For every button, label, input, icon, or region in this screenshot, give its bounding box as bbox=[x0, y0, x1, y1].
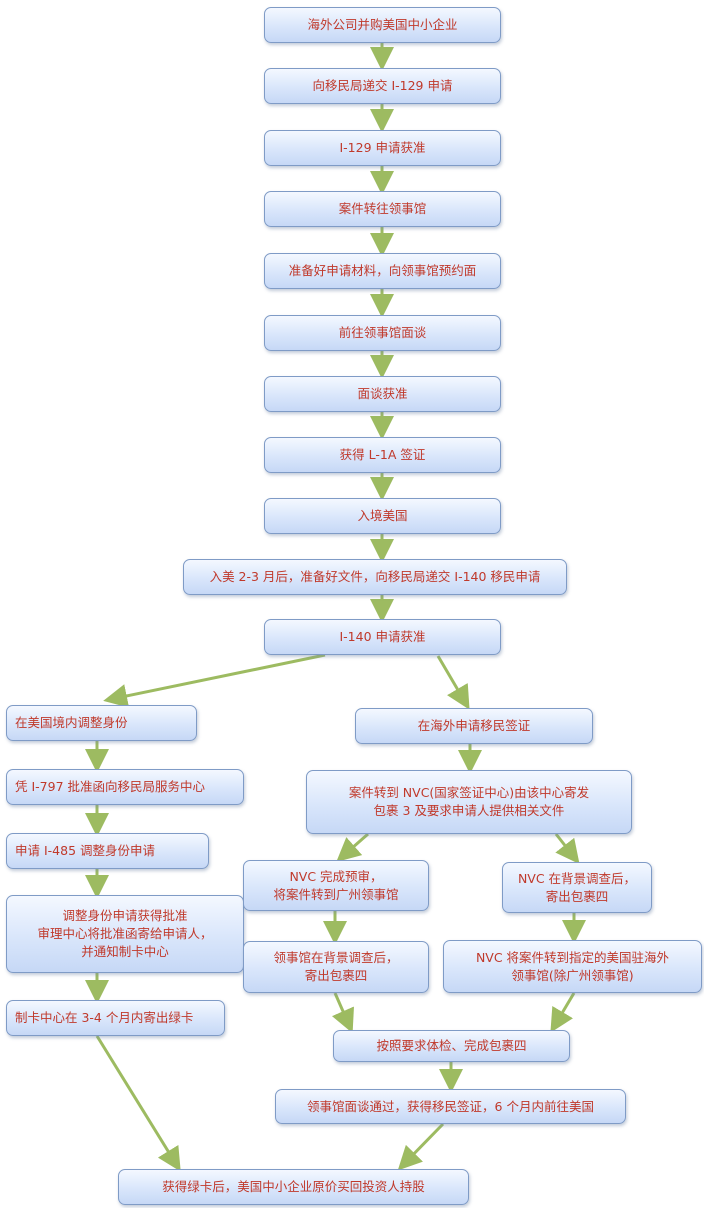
step-adjust-status-us: 在美国境内调整身份 bbox=[6, 705, 197, 741]
step-case-to-consulate: 案件转往领事馆 bbox=[264, 191, 501, 227]
step-l1a-visa: 获得 L-1A 签证 bbox=[264, 437, 501, 473]
arrow-ra2-m1 bbox=[331, 992, 354, 1034]
step-interview-approved: 面谈获准 bbox=[264, 376, 501, 412]
step-nvc-other-consulate: NVC 将案件转到指定的美国驻海外 领事馆(除广州领事馆) bbox=[443, 940, 702, 993]
step-green-card-mailed: 制卡中心在 3-4 个月内寄出绿卡 bbox=[6, 1000, 225, 1036]
step-nvc-prereview: NVC 完成预审， 将案件转到广州领事馆 bbox=[243, 860, 429, 911]
step-immigrant-visa: 领事馆面谈通过，获得移民签证，6 个月内前往美国 bbox=[275, 1089, 626, 1124]
step-apply-i485: 申请 I-485 调整身份申请 bbox=[6, 833, 209, 869]
step-i129-approved: I-129 申请获准 bbox=[264, 130, 501, 166]
step-overseas-visa: 在海外申请移民签证 bbox=[355, 708, 593, 744]
step-submit-i140: 入美 2-3 月后，准备好文件，向移民局递交 I-140 移民申请 bbox=[183, 559, 567, 595]
step-submit-i129: 向移民局递交 I-129 申请 bbox=[264, 68, 501, 104]
arrow-rb2-m1 bbox=[550, 992, 576, 1033]
arrow-r2-rb1 bbox=[554, 833, 580, 865]
step-adjustment-approved: 调整身份申请获得批准 审理中心将批准函寄给申请人， 并通知制卡中心 bbox=[6, 895, 244, 973]
arrow-m2-final bbox=[397, 1122, 445, 1171]
arrow-n11-l1 bbox=[103, 653, 326, 708]
arrow-l5-final bbox=[95, 1035, 181, 1172]
step-enter-us: 入境美国 bbox=[264, 498, 501, 534]
step-i140-approved: I-140 申请获准 bbox=[264, 619, 501, 655]
step-i797-service-center: 凭 I-797 批准函向移民局服务中心 bbox=[6, 769, 244, 805]
step-consulate-interview: 前往领事馆面谈 bbox=[264, 315, 501, 351]
arrow-r2-ra1 bbox=[336, 832, 369, 862]
step-nvc-package3: 案件转到 NVC(国家签证中心)由该中心寄发 包裹 3 及要求申请人提供相关文件 bbox=[306, 770, 632, 834]
step-prepare-materials: 准备好申请材料，向领事馆预约面 bbox=[264, 253, 501, 289]
step-medical-exam: 按照要求体检、完成包裹四 bbox=[333, 1030, 570, 1062]
step-buyback-shares: 获得绿卡后，美国中小企业原价买回投资人持股 bbox=[118, 1169, 469, 1205]
arrow-n11-r1 bbox=[436, 655, 470, 710]
step-nvc-package4: NVC 在背景调查后， 寄出包裹四 bbox=[502, 862, 652, 913]
step-guangzhou-package4: 领事馆在背景调查后， 寄出包裹四 bbox=[243, 941, 429, 993]
step-merger: 海外公司并购美国中小企业 bbox=[264, 7, 501, 43]
